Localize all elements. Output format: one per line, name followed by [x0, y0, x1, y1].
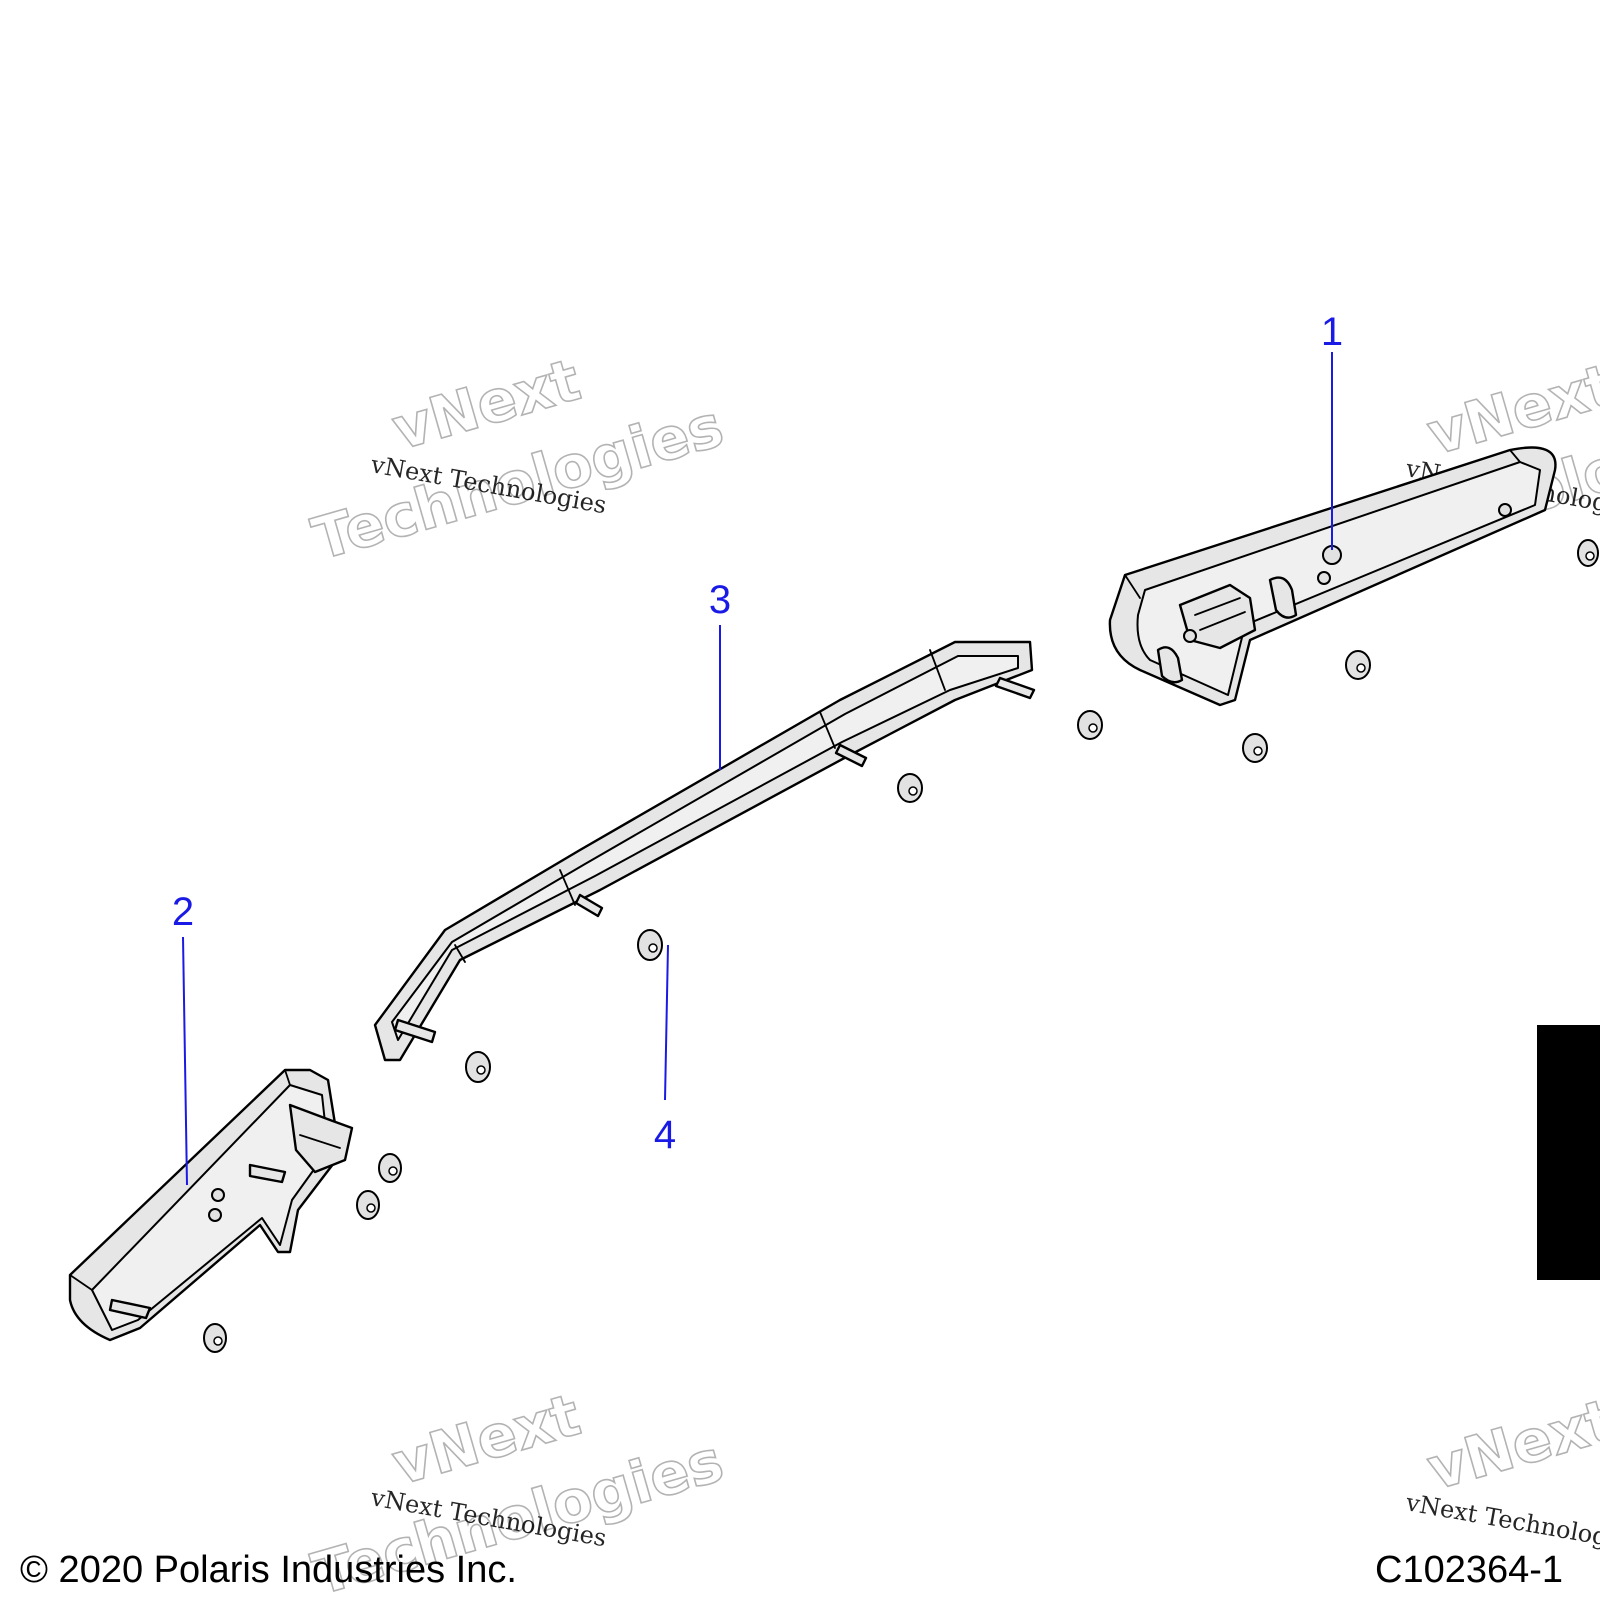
copyright-text: © 2020 Polaris Industries Inc. [20, 1549, 517, 1591]
push-nut [897, 773, 923, 803]
push-nut [203, 1323, 227, 1353]
push-nut [378, 1153, 402, 1183]
push-nut [1577, 539, 1599, 567]
callout-4: 4 [654, 944, 676, 1157]
push-nut [1242, 733, 1268, 763]
part-2-left-tail-light [68, 1068, 354, 1342]
watermark-bottom-right: vNext vNext Technologies [1403, 1385, 1600, 1558]
part-4-push-nuts [203, 539, 1599, 1353]
callout-label: 1 [1321, 310, 1343, 354]
push-nut [356, 1190, 380, 1220]
push-nut [465, 1051, 491, 1083]
callout-2: 2 [172, 890, 194, 1186]
callout-label: 4 [654, 1113, 676, 1157]
leader-line [664, 944, 669, 1101]
callout-label: 3 [709, 578, 731, 622]
push-nut [637, 929, 663, 961]
callout-1: 1 [1321, 310, 1343, 550]
push-nut [1077, 710, 1103, 740]
callout-label: 2 [172, 890, 194, 934]
leader-line [182, 936, 188, 1186]
part-3-center-light-bar [373, 640, 1036, 1062]
push-nut [1345, 650, 1371, 680]
edge-marker-bar [1537, 1025, 1600, 1280]
part-1-right-tail-light [1108, 446, 1557, 707]
part-code: C102364-1 [1375, 1549, 1563, 1591]
callout-3: 3 [709, 578, 731, 770]
watermark-top-left: vNext Technologies vNext Technologies [304, 345, 731, 575]
watermark-line: vNext Technologies [1403, 1488, 1600, 1557]
watermark-big-top: vNext [1420, 1385, 1600, 1503]
